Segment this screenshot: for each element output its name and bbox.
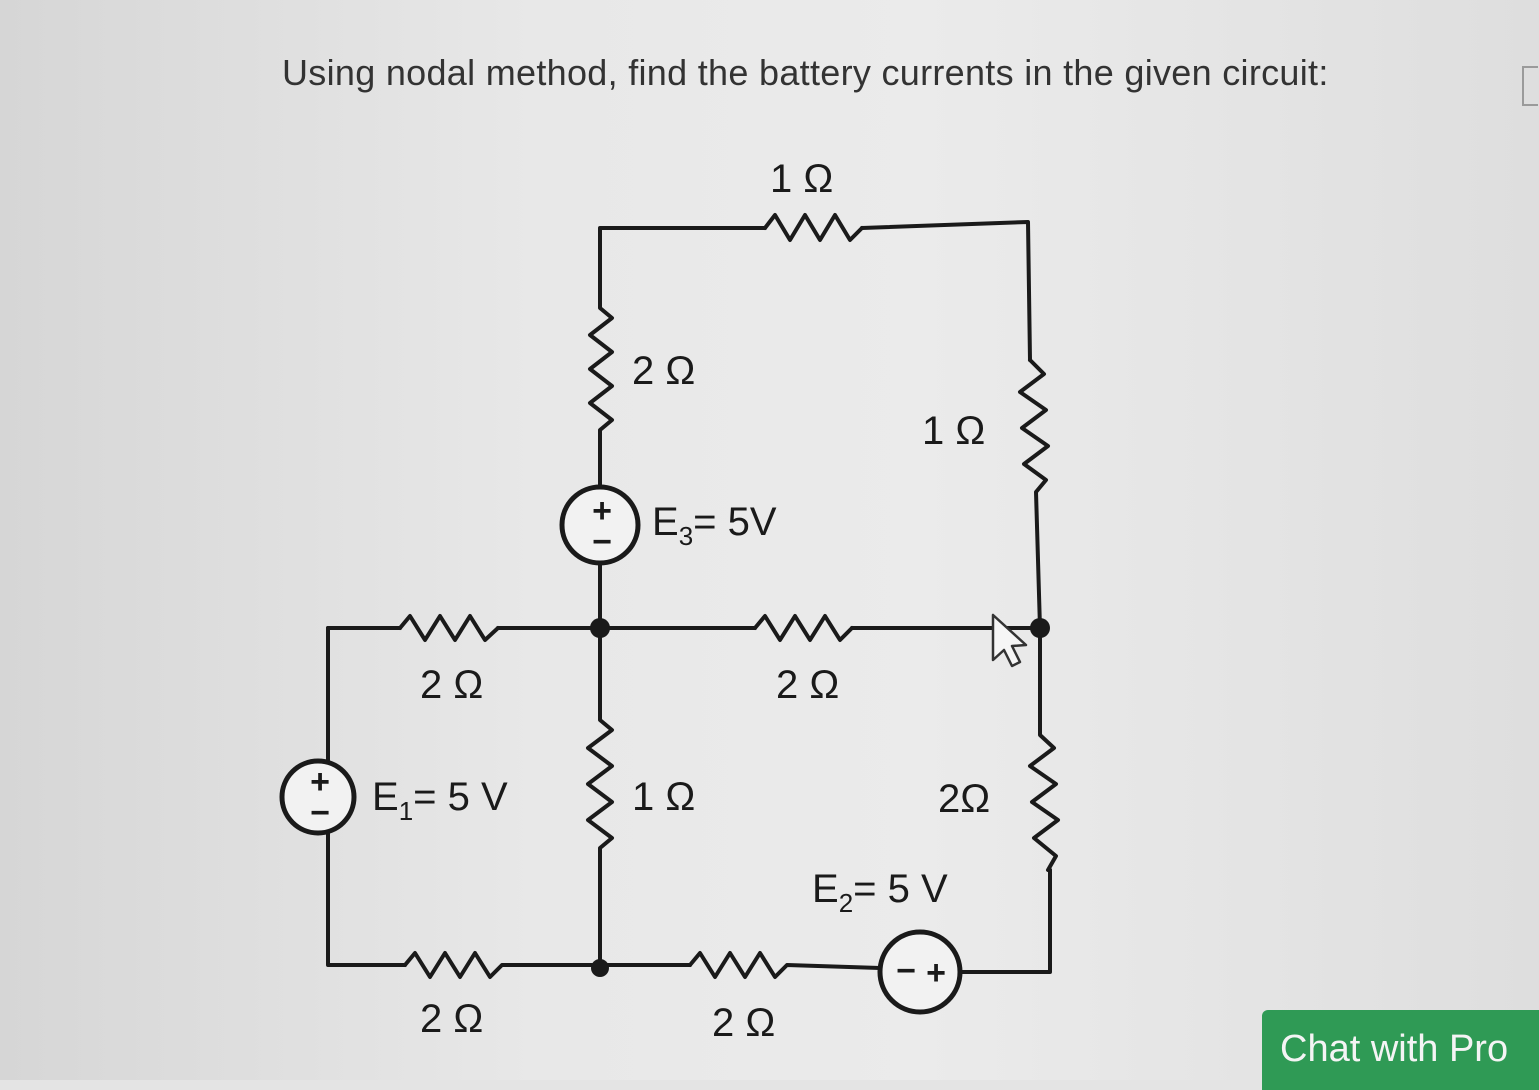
resistor-top [763,213,864,242]
label-resistor-left-horizontal-upper: 2 Ω [420,663,483,707]
label-resistor-bottom-horizontal: 2 Ω [712,1001,775,1045]
label-resistor-left-horizontal-lower: 2 Ω [420,997,483,1041]
e3-minus-sign: − [592,523,612,561]
resistor-left-horizontal-lower [403,951,602,979]
label-resistor-top: 1 Ω [770,157,833,201]
label-e3: E3= 5V [652,500,777,551]
node-center-bottom [591,959,609,977]
e3-plus-sign: + [592,492,612,530]
e2-plus-sign: + [926,954,946,992]
label-resistor-middle-vertical: 1 Ω [632,775,695,819]
source-e1 [279,758,357,836]
label-e2: E2= 5 V [812,867,948,918]
source-e2 [877,929,963,1015]
resistor-left-upper [588,228,614,490]
resistor-right-lower [1028,626,1060,872]
e1-plus-sign: + [310,763,330,801]
resistor-middle-horizontal [753,614,854,642]
label-resistor-middle-horizontal: 2 Ω [776,663,839,707]
resistor-middle-vertical [586,626,614,967]
e2-minus-sign: − [896,952,916,990]
mouse-cursor-icon [991,613,1028,668]
node-right [1030,618,1050,638]
edge-bracket-icon [1522,66,1538,106]
question-text: Using nodal method, find the battery cur… [282,52,1329,93]
label-resistor-right-lower: 2Ω [938,777,990,821]
resistor-right-upper [1018,358,1050,630]
source-e3 [559,484,641,566]
chat-button[interactable]: Chat with Pro [1262,1010,1539,1090]
node-center-top [590,618,610,638]
resistor-bottom-horizontal [688,951,882,979]
label-resistor-right-upper: 1 Ω [922,409,985,453]
e1-minus-sign: − [310,794,330,832]
top-wire [598,226,767,232]
resistor-left-horizontal-upper [398,614,500,642]
label-e1: E1= 5 V [372,775,508,826]
label-resistor-left-upper: 2 Ω [632,349,695,393]
